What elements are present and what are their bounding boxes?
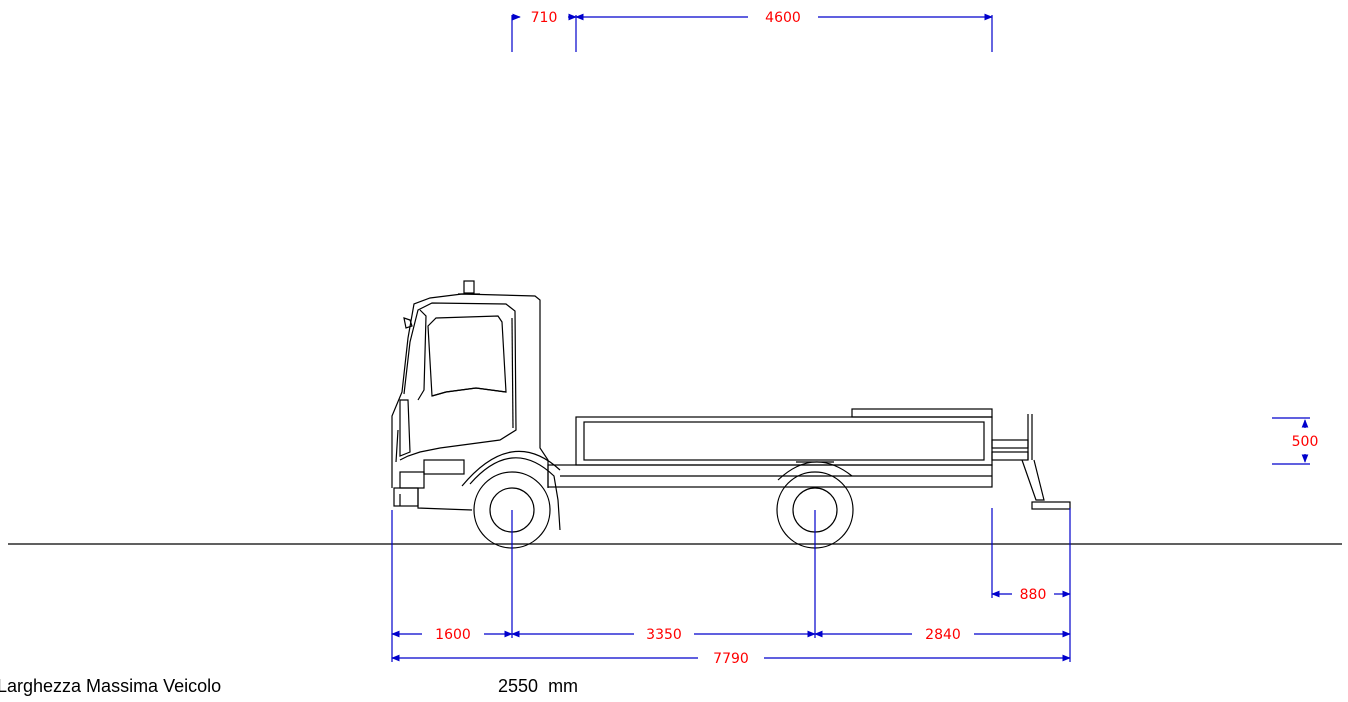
- spec-unit: mm: [548, 676, 579, 696]
- dim-rear-overhang: 2840: [925, 627, 961, 643]
- spec-label: Larghezza Massima Veicolo: [0, 676, 222, 696]
- dim-front-overhang: 1600: [435, 627, 471, 643]
- dim-wheelbase: 3350: [646, 627, 682, 643]
- dim-rear-extension: 880: [1020, 587, 1047, 603]
- dim-height: 500: [1292, 434, 1319, 450]
- dim-crane-offset: 710: [531, 10, 558, 26]
- spec-number: 2550: [498, 676, 539, 696]
- dim-total-length: 7790: [713, 651, 749, 667]
- dim-crane-span: 4600: [765, 10, 801, 26]
- dimension-lines: [391, 13, 1310, 662]
- truck-outline: [391, 280, 1071, 549]
- spec-value: 2550 mm: [498, 676, 578, 697]
